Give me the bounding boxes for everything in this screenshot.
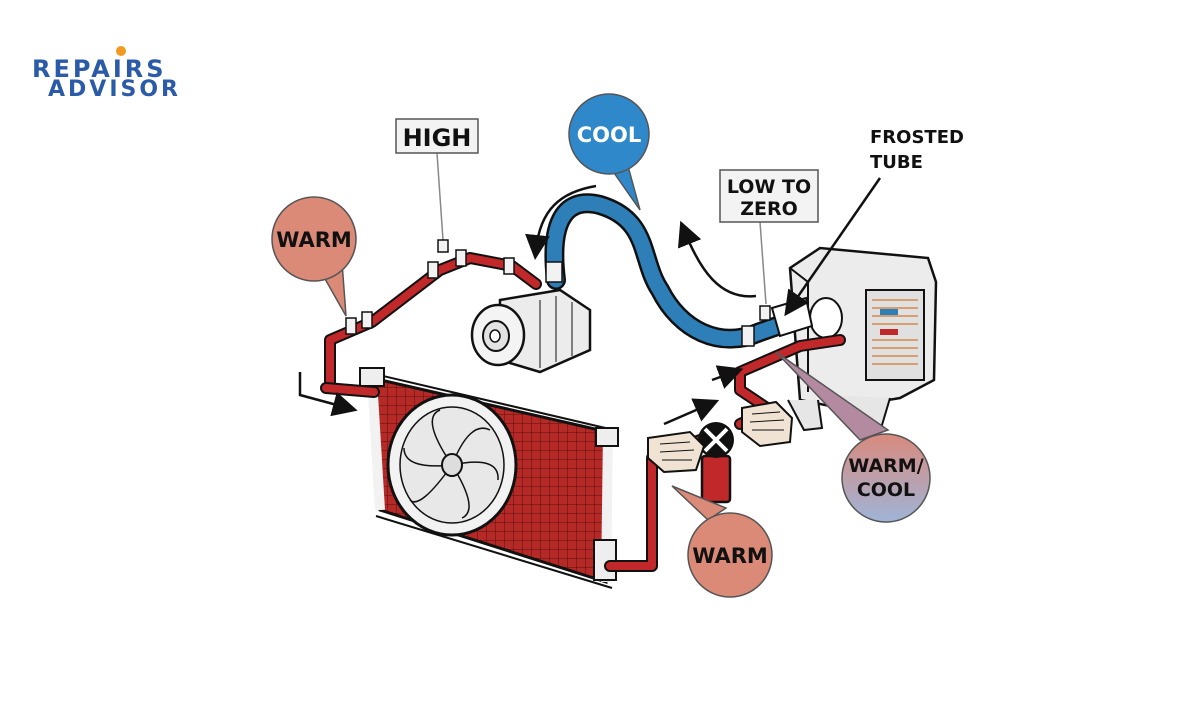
bubble-warm-cool-line-1: WARM/ — [848, 455, 923, 477]
bubble-cool: COOL — [568, 93, 650, 211]
suction-line — [544, 193, 814, 349]
flow-arrow-suction — [677, 220, 757, 298]
compressor — [470, 288, 592, 374]
gauge-port-high — [436, 152, 449, 253]
condenser — [359, 367, 619, 589]
fan-icon — [386, 393, 518, 537]
flow-arrow-liquid-1 — [663, 398, 720, 426]
bubble-warm-left-text: WARM — [276, 228, 352, 252]
label-frosted-tube: FROSTED TUBE — [784, 127, 964, 317]
repairs-advisor-logo[interactable]: REPAIRS ADVISOR — [32, 46, 181, 102]
label-frosted-line-1: FROSTED — [870, 127, 964, 148]
label-frosted-line-2: TUBE — [870, 152, 923, 173]
bubble-warm-cool: WARM/ COOL — [775, 351, 931, 523]
bubble-cool-text: COOL — [577, 123, 642, 147]
label-low-to-zero: LOW TO ZERO — [719, 169, 819, 223]
logo-dot-icon — [116, 46, 126, 56]
label-low-line-1: LOW TO — [727, 176, 811, 198]
bubble-warm-bottom: WARM — [671, 485, 773, 598]
flow-arrows — [298, 184, 757, 426]
logo-line-1: REPAIRS — [32, 55, 167, 83]
flow-arrow-condenser-in — [298, 372, 358, 417]
bubble-warm-bottom-text: WARM — [692, 544, 768, 568]
label-low-line-2: ZERO — [740, 198, 798, 220]
high-pressure-line — [320, 249, 542, 398]
receiver-drier — [700, 454, 732, 504]
hand-right-icon — [741, 400, 794, 448]
hand-left-icon — [647, 430, 706, 474]
flow-arrow-liquid-2 — [711, 365, 744, 389]
label-high: HIGH — [395, 118, 479, 154]
flow-arrow-compressor-in — [525, 184, 597, 260]
label-high-text: HIGH — [403, 124, 472, 152]
frosted-tube-pointer — [784, 177, 882, 317]
logo-line-2: ADVISOR — [48, 77, 181, 102]
bubble-warm-left: WARM — [271, 196, 357, 317]
bubble-warm-cool-line-2: COOL — [857, 479, 915, 501]
sight-glass-x-icon — [698, 422, 734, 458]
gauge-port-low — [759, 221, 767, 305]
